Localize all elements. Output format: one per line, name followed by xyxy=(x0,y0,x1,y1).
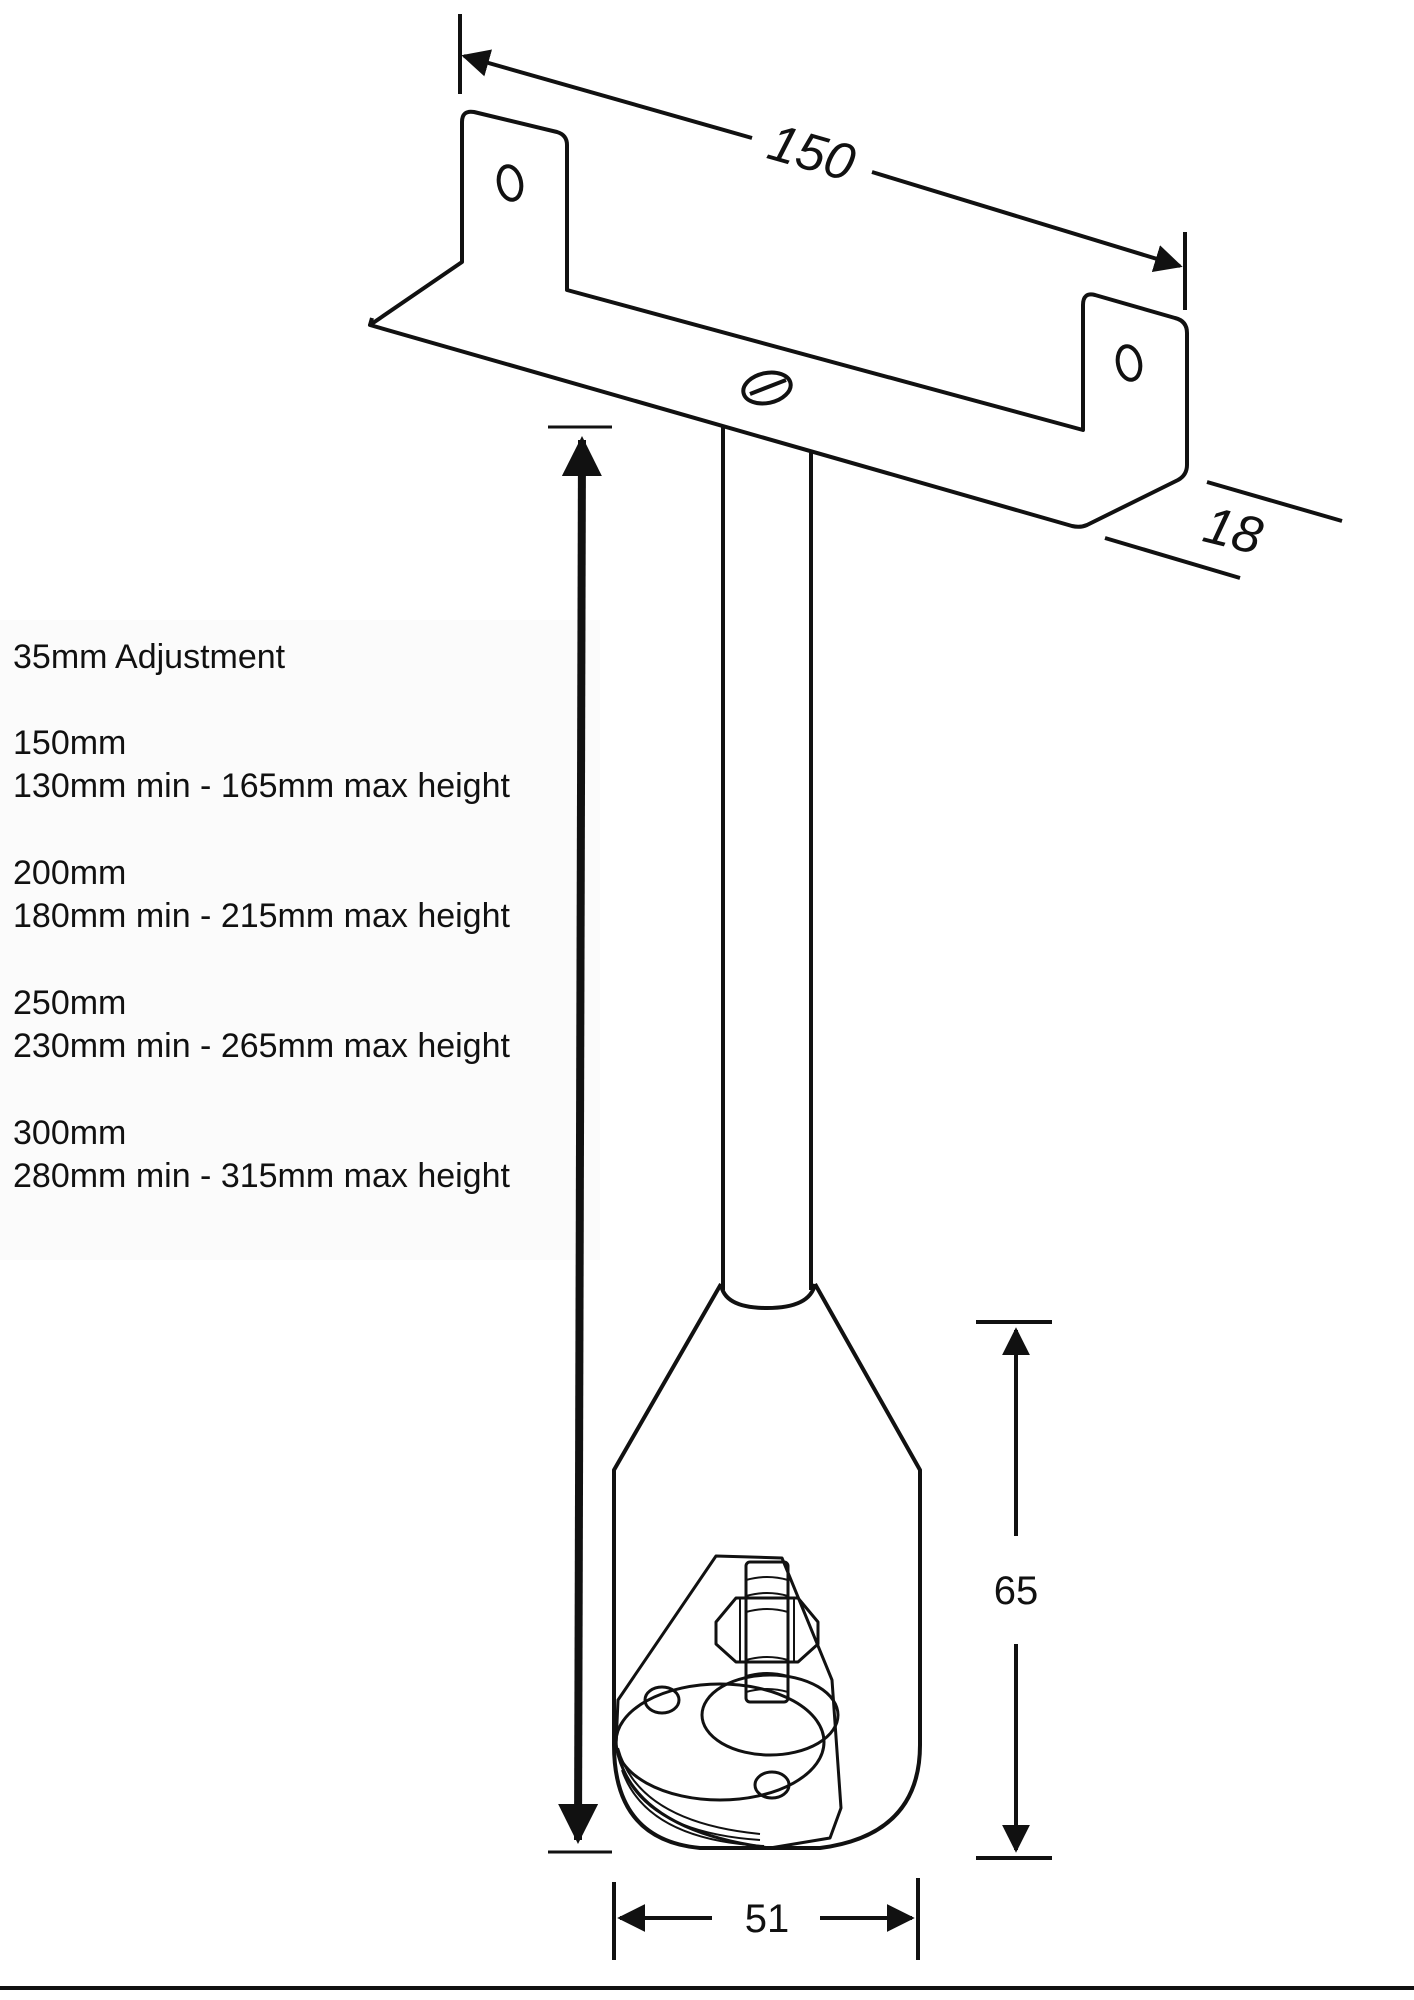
spec-option-size: 250mm xyxy=(13,984,127,1022)
dim-51 xyxy=(612,1878,920,1960)
bottom-border xyxy=(0,1986,1414,1990)
mounting-bracket xyxy=(368,109,1189,529)
dim-150-label: 150 xyxy=(762,113,861,193)
dim-18 xyxy=(1104,480,1343,580)
adjustable-foot xyxy=(612,1283,922,1850)
spec-option-range: 180mm min - 215mm max height xyxy=(13,897,510,935)
spec-panel-bg xyxy=(0,620,600,1260)
spec-option-size: 150mm xyxy=(13,724,127,762)
right-screw-hole xyxy=(1115,344,1143,382)
spec-option-range: 130mm min - 165mm max height xyxy=(13,767,510,805)
leg-tube xyxy=(721,425,813,1290)
left-screw-hole xyxy=(496,164,524,202)
dim-65-label: 65 xyxy=(994,1569,1039,1613)
spec-option-range: 230mm min - 265mm max height xyxy=(13,1027,510,1065)
spec-heading: 35mm Adjustment xyxy=(13,638,286,676)
spec-option-size: 300mm xyxy=(13,1114,127,1152)
spec-option-range: 280mm min - 315mm max height xyxy=(13,1157,510,1195)
spec-option-size: 200mm xyxy=(13,854,127,892)
dim-overall-height xyxy=(548,425,612,1854)
dim-65 xyxy=(976,1320,1052,1860)
dim-18-label: 18 xyxy=(1198,496,1268,566)
center-screw xyxy=(741,370,793,406)
dim-51-label: 51 xyxy=(745,1897,790,1941)
dim-150 xyxy=(458,14,1187,310)
